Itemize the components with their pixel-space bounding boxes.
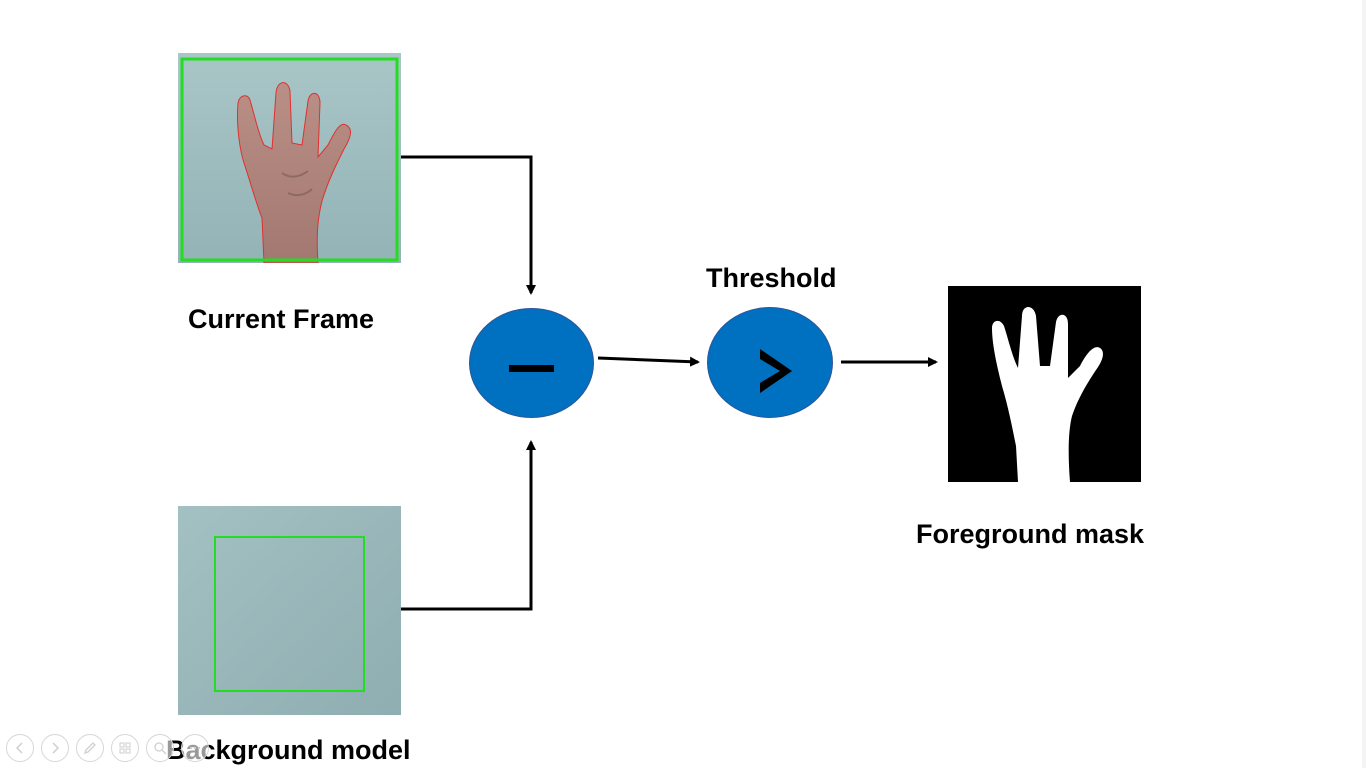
- hand-shape: [237, 82, 351, 263]
- background-model-arrow: [401, 440, 536, 611]
- zoom-icon[interactable]: [146, 734, 174, 762]
- presenter-toolbar: [6, 734, 209, 762]
- background-model-image: [178, 506, 401, 715]
- bounding-box: [214, 536, 365, 692]
- threshold-node: [707, 307, 833, 418]
- threshold-label: Threshold: [706, 263, 837, 293]
- foreground-mask-label: Foreground mask: [916, 519, 1145, 549]
- pen-icon[interactable]: [76, 734, 104, 762]
- hand-silhouette: [992, 307, 1103, 482]
- current-frame-arrow: [401, 155, 536, 295]
- slides-icon[interactable]: [111, 734, 139, 762]
- slide-edge: [1362, 0, 1366, 768]
- current-frame-label: Current Frame: [188, 304, 375, 334]
- previous-icon[interactable]: [6, 734, 34, 762]
- more-icon[interactable]: [181, 734, 209, 762]
- next-icon[interactable]: [41, 734, 69, 762]
- foreground-mask-image: [948, 286, 1141, 482]
- bounding-box: [180, 57, 399, 262]
- subtract-to-threshold-arrow: [597, 356, 700, 367]
- current-frame-image: [178, 53, 401, 263]
- greater-than-symbol: [760, 349, 792, 393]
- subtract-symbol: [509, 365, 554, 372]
- subtract-node: [469, 308, 594, 418]
